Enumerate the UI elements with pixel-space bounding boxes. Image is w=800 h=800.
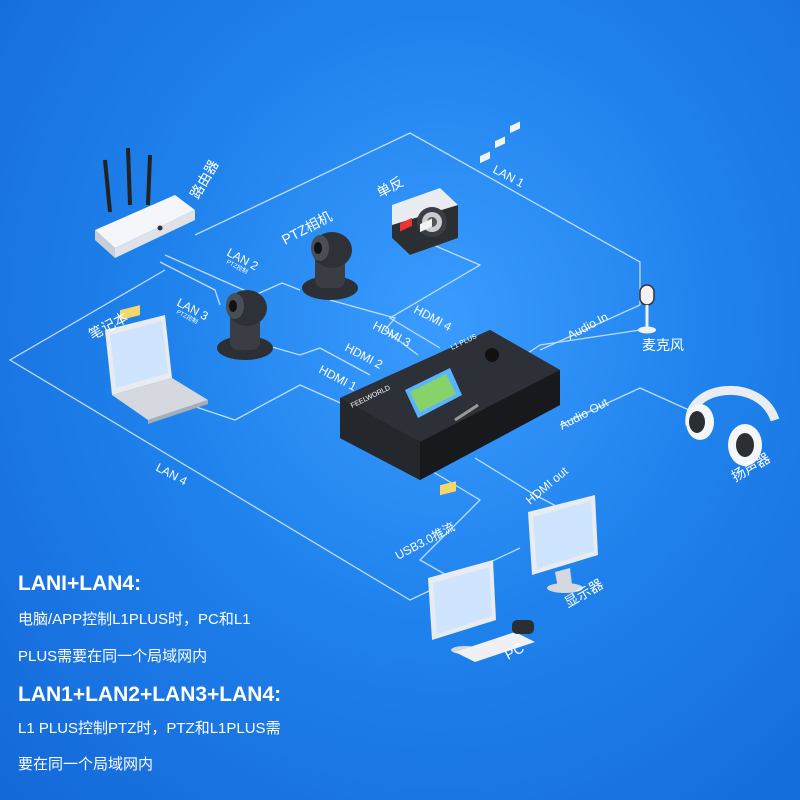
audio-out-label: Audio Out [557,395,611,433]
hdmi1-label: HDMI 1 [317,362,360,394]
line-hdmi1 [189,384,346,421]
line-audio-in [524,329,641,356]
note-1-line-1: 电脑/APP控制L1PLUS时，PC和L1 [18,611,251,628]
hdmi2-label: HDMI 2 [343,340,386,372]
line-lan3 [159,261,221,306]
lan1-label: LAN 1 [491,162,527,190]
microphone-icon [638,284,656,334]
dslr-camera-icon [392,188,458,255]
line-audio-out [559,387,701,426]
ptz-camera-icon-2 [217,290,273,360]
video-switcher-device: FEELWORLD L1 PLUS [340,121,560,480]
note-2-heading: LAN1+LAN2+LAN3+LAN4: [18,683,282,706]
router-label: 路由器 [187,157,222,201]
headphones-icon [685,385,780,466]
monitor-icon [528,391,598,593]
line-hdmi4 [388,234,482,349]
line-hdmi3 [329,299,419,356]
note-1-line-2: PLUS需要在同一个局域网内 [18,648,208,665]
note-1-heading: LANI+LAN4: [18,572,142,595]
line-lan2 [164,254,301,296]
hdmi4-label: HDMI 4 [412,302,455,334]
note-2-line-2: 要在同一个局域网内 [18,756,154,773]
line-lan1 [194,132,641,305]
usb-label: USB3.0推流 [393,520,457,563]
line-hdmi-out [474,457,561,509]
laptop-icon [105,305,208,424]
dslr-label: 单反 [374,173,406,200]
pc-icon [428,481,535,662]
router-icon [95,147,195,258]
connection-lines [8,132,701,601]
line-hdmi2 [264,344,371,376]
note-2-line-1: L1 PLUS控制PTZ时，PTZ和L1PLUS需 [18,720,281,737]
ptz-camera-icon [302,232,358,300]
microphone-label: 麦克风 [642,337,684,353]
hdmi3-label: HDMI 3 [371,318,414,350]
